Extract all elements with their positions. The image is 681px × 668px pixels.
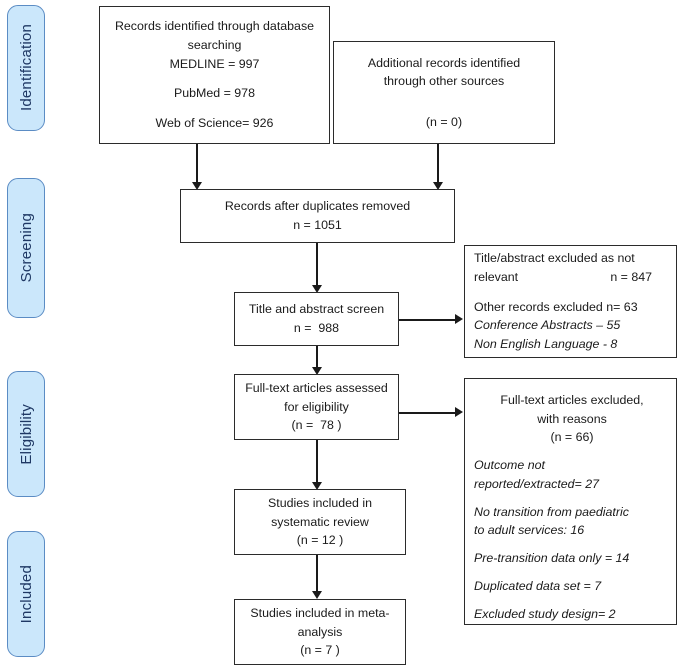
ta-excl-line-2-value: n = 847 xyxy=(610,270,652,285)
db-line-3: MEDLINE = 997 xyxy=(169,56,260,71)
ft-assess-line-3: (n = 78 ) xyxy=(291,418,342,433)
box-fulltext-assessed: Full-text articles assessed for eligibil… xyxy=(234,374,399,440)
stage-label-included: Included xyxy=(7,531,45,657)
stage-label-included-text: Included xyxy=(17,564,35,624)
arrowhead-duplicates-to-screen xyxy=(311,285,322,293)
screen-line-1: Title and abstract screen xyxy=(248,302,385,317)
ta-excl-line-1: Title/abstract excluded as not xyxy=(474,251,635,266)
ft-excl-reason-4: Duplicated data set = 7 xyxy=(474,579,602,594)
ma-line-3: (n = 7 ) xyxy=(300,643,340,658)
dup-line-1: Records after duplicates removed xyxy=(224,199,411,214)
arrowhead-fulltext-to-excluded xyxy=(455,406,463,417)
box-records-after-duplicates-removed: Records after duplicates removed n = 105… xyxy=(180,189,455,243)
stage-label-screening-text: Screening xyxy=(17,213,35,283)
ft-excl-heading-1: Full-text articles excluded, xyxy=(500,393,644,407)
connector-screen-to-excluded xyxy=(399,319,456,321)
box-included-meta-analysis: Studies included in meta- analysis (n = … xyxy=(234,599,406,665)
box-fulltext-excluded-reasons: Full-text articles excluded, with reason… xyxy=(464,378,677,625)
ta-excl-line-2-label: relevant xyxy=(474,270,519,285)
ft-excl-heading-2: with reasons xyxy=(537,411,607,426)
connector-screen-to-fulltext xyxy=(316,346,318,369)
arrowhead-screen-to-excluded xyxy=(455,313,463,324)
ma-line-1: Studies included in meta- xyxy=(250,606,390,621)
ft-assess-line-1: Full-text articles assessed xyxy=(245,381,388,396)
ft-assess-line-2: for eligibility xyxy=(284,399,349,414)
arrowhead-other-to-duplicates xyxy=(432,182,443,190)
connector-sr-to-meta xyxy=(316,555,318,593)
dup-line-2: n = 1051 xyxy=(293,218,342,232)
stage-label-identification-text: Identification xyxy=(17,24,35,112)
connector-db-to-duplicates xyxy=(196,144,198,184)
ft-excl-reason-1b: reported/extracted= 27 xyxy=(474,476,600,491)
ta-excl-line-2-row: relevant n = 847 xyxy=(474,268,670,287)
other-line-3: (n = 0) xyxy=(425,114,463,129)
screen-line-2: n = 988 xyxy=(293,321,340,335)
arrowhead-screen-to-fulltext xyxy=(311,367,322,375)
box-records-identified-database: Records identified through database sear… xyxy=(99,6,330,144)
ft-excl-reason-1a: Outcome not xyxy=(474,458,545,473)
connector-fulltext-to-excluded xyxy=(399,412,456,414)
sr-line-1: Studies included in xyxy=(267,496,372,511)
db-line-5: Web of Science= 926 xyxy=(155,115,274,130)
ft-excl-reason-2a: No transition from paediatric xyxy=(474,504,629,519)
ta-excl-line-3: Other records excluded n= 63 xyxy=(474,299,638,314)
arrowhead-sr-to-meta xyxy=(311,591,322,599)
ma-line-2: analysis xyxy=(297,624,343,639)
arrowhead-fulltext-to-included xyxy=(311,482,322,490)
arrowhead-db-to-duplicates xyxy=(191,182,202,190)
ft-excl-heading-3: (n = 66) xyxy=(550,430,594,445)
ta-excl-line-4: Conference Abstracts – 55 xyxy=(474,318,621,333)
other-line-1: Additional records identified xyxy=(367,55,521,70)
box-additional-records-other-sources: Additional records identified through ot… xyxy=(333,41,555,144)
connector-duplicates-to-screen xyxy=(316,243,318,287)
connector-other-to-duplicates xyxy=(437,144,439,184)
ft-excl-reason-2b: to adult services: 16 xyxy=(474,523,585,538)
db-line-1: Records identified through database xyxy=(114,19,315,34)
connector-fulltext-to-included xyxy=(316,440,318,484)
ft-excl-reason-5: Excluded study design= 2 xyxy=(474,607,616,622)
db-line-2: searching xyxy=(187,38,242,53)
sr-line-2: systematic review xyxy=(271,514,369,529)
box-title-abstract-excluded: Title/abstract excluded as not relevant … xyxy=(464,245,677,358)
stage-label-identification: Identification xyxy=(7,5,45,131)
ft-excl-reason-3: Pre-transition data only = 14 xyxy=(474,551,630,566)
box-title-abstract-screen: Title and abstract screen n = 988 xyxy=(234,292,399,346)
box-included-systematic-review: Studies included in systematic review (n… xyxy=(234,489,406,555)
stage-label-screening: Screening xyxy=(7,178,45,318)
stage-label-eligibility-text: Eligibility xyxy=(17,403,35,465)
db-line-4: PubMed = 978 xyxy=(174,86,255,101)
ta-excl-line-5: Non English Language - 8 xyxy=(474,336,618,351)
stage-label-eligibility: Eligibility xyxy=(7,371,45,497)
sr-line-3: (n = 12 ) xyxy=(296,533,344,548)
other-line-2: through other sources xyxy=(383,74,505,89)
